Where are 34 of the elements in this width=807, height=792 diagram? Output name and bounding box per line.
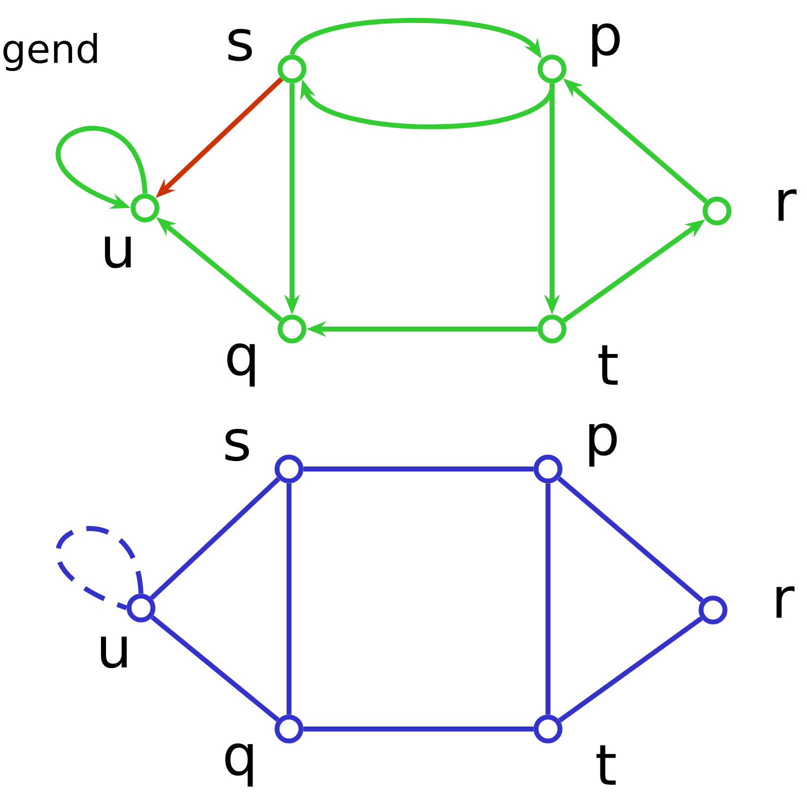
edge-line [303, 466, 534, 472]
vertex-circle [278, 54, 306, 84]
vertex-label: t [596, 745, 616, 785]
edge-line [286, 483, 292, 715]
vertex-circle [538, 314, 566, 344]
vertex-label: s [225, 428, 249, 462]
vertex-circle [274, 714, 304, 744]
vertex-circle [130, 194, 160, 222]
vertex-label: u [104, 236, 131, 268]
edge-line [557, 476, 704, 602]
legend-text: gend [3, 32, 97, 72]
vertex-circle [698, 596, 728, 624]
vertex-label: p [589, 423, 617, 467]
vertex-circle [534, 714, 562, 744]
edge-line [558, 616, 703, 723]
vertex-label: r [778, 189, 797, 221]
edge-line [303, 726, 534, 732]
edge-line [56, 526, 144, 610]
edge-line [150, 615, 280, 722]
vertex-label: p [592, 23, 620, 67]
vertex-circle [278, 314, 306, 344]
vertex-label: q [225, 743, 253, 787]
vertex-circle [126, 594, 156, 622]
vertex-circle [702, 196, 732, 226]
vertex-label: u [100, 636, 127, 668]
vertex-label: s [228, 28, 252, 62]
vertex-circle [538, 54, 566, 84]
vertex-circle [274, 454, 304, 484]
vertex-label: r [776, 586, 795, 618]
vertex-circle [534, 454, 562, 484]
edge-line [150, 477, 280, 600]
edge-line [546, 483, 550, 715]
vertex-label: q [227, 343, 255, 387]
vertex-label: t [598, 345, 618, 385]
